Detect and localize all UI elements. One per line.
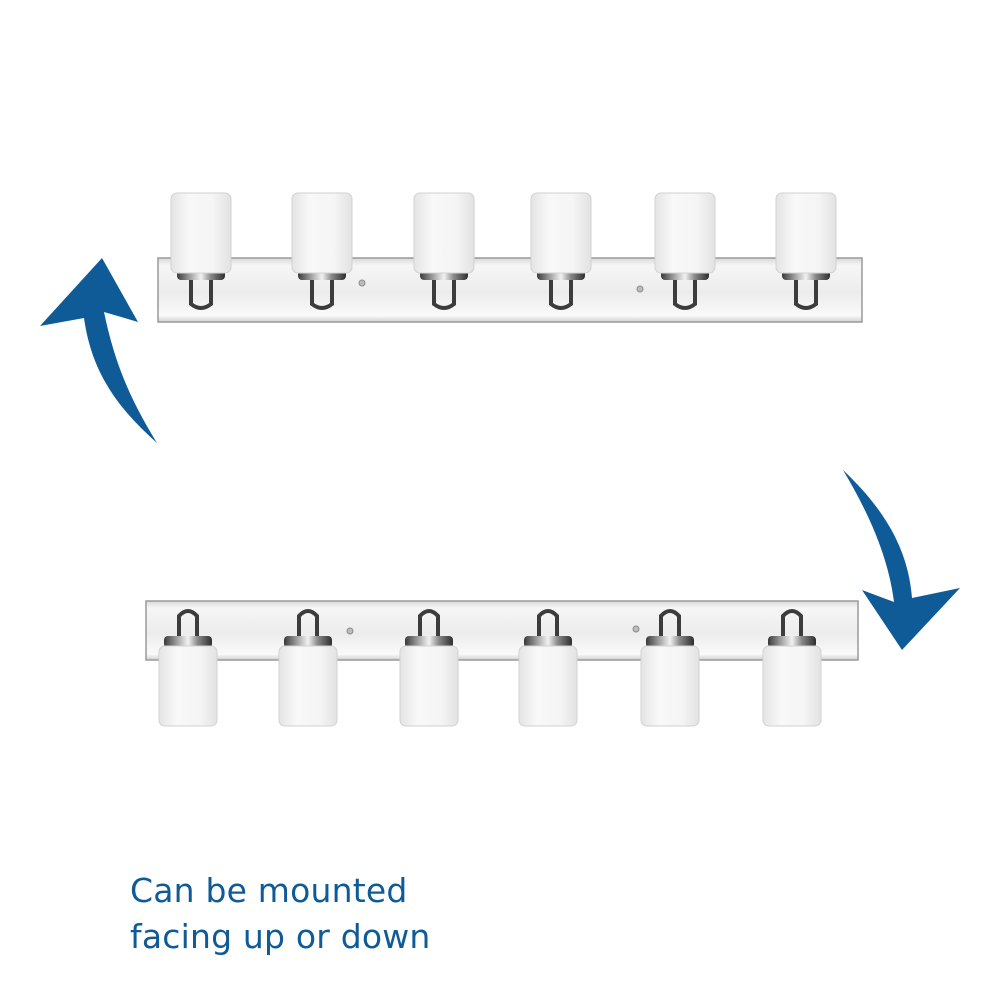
glass-cylinder xyxy=(399,645,459,727)
glass-cylinder xyxy=(518,645,578,727)
backplate xyxy=(145,600,859,661)
curved-arrow-up-icon xyxy=(40,258,157,443)
vanity-light-fixture-facing-down xyxy=(145,600,859,727)
light-shade xyxy=(518,609,578,727)
light-shade xyxy=(413,192,475,310)
chrome-cup xyxy=(405,636,453,648)
chrome-arm xyxy=(659,609,681,640)
light-shade xyxy=(654,192,716,310)
light-shade xyxy=(762,609,822,727)
glass-cylinder xyxy=(278,645,338,727)
chrome-arm xyxy=(297,609,319,640)
light-shade xyxy=(640,609,700,727)
caption-line-2: facing up or down xyxy=(130,917,431,956)
chrome-cup xyxy=(524,636,572,648)
chrome-cup xyxy=(768,636,816,648)
light-shade xyxy=(530,192,592,310)
glass-cylinder xyxy=(654,192,716,274)
vanity-light-fixture-facing-up xyxy=(157,192,863,323)
mounting-screw xyxy=(632,625,640,633)
mounting-screw xyxy=(346,627,354,635)
glass-cylinder xyxy=(158,645,218,727)
glass-cylinder xyxy=(640,645,700,727)
chrome-cup xyxy=(646,636,694,648)
chrome-arm xyxy=(177,609,199,640)
caption-line-1: Can be mounted xyxy=(130,871,408,910)
light-shade xyxy=(158,609,218,727)
light-shade xyxy=(399,609,459,727)
glass-cylinder xyxy=(775,192,837,274)
glass-cylinder xyxy=(291,192,353,274)
mounting-caption: Can be mounted facing up or down xyxy=(130,868,690,960)
light-shade xyxy=(170,192,232,310)
chrome-arm xyxy=(432,280,456,310)
light-shade xyxy=(291,192,353,310)
chrome-arm xyxy=(781,609,803,640)
glass-cylinder xyxy=(413,192,475,274)
glass-cylinder xyxy=(762,645,822,727)
light-shade xyxy=(775,192,837,310)
glass-cylinder xyxy=(530,192,592,274)
chrome-arm xyxy=(418,609,440,640)
chrome-arm xyxy=(189,280,213,310)
chrome-cup xyxy=(284,636,332,648)
glass-cylinder xyxy=(170,192,232,274)
light-shade xyxy=(278,609,338,727)
curved-arrow-down-icon xyxy=(843,470,960,650)
chrome-arm xyxy=(537,609,559,640)
backplate xyxy=(157,257,863,323)
mounting-screw xyxy=(636,285,644,293)
chrome-arm xyxy=(673,280,697,310)
chrome-arm xyxy=(794,280,818,310)
chrome-arm xyxy=(310,280,334,310)
chrome-cup xyxy=(164,636,212,648)
mounting-screw xyxy=(358,279,366,287)
chrome-arm xyxy=(549,280,573,310)
